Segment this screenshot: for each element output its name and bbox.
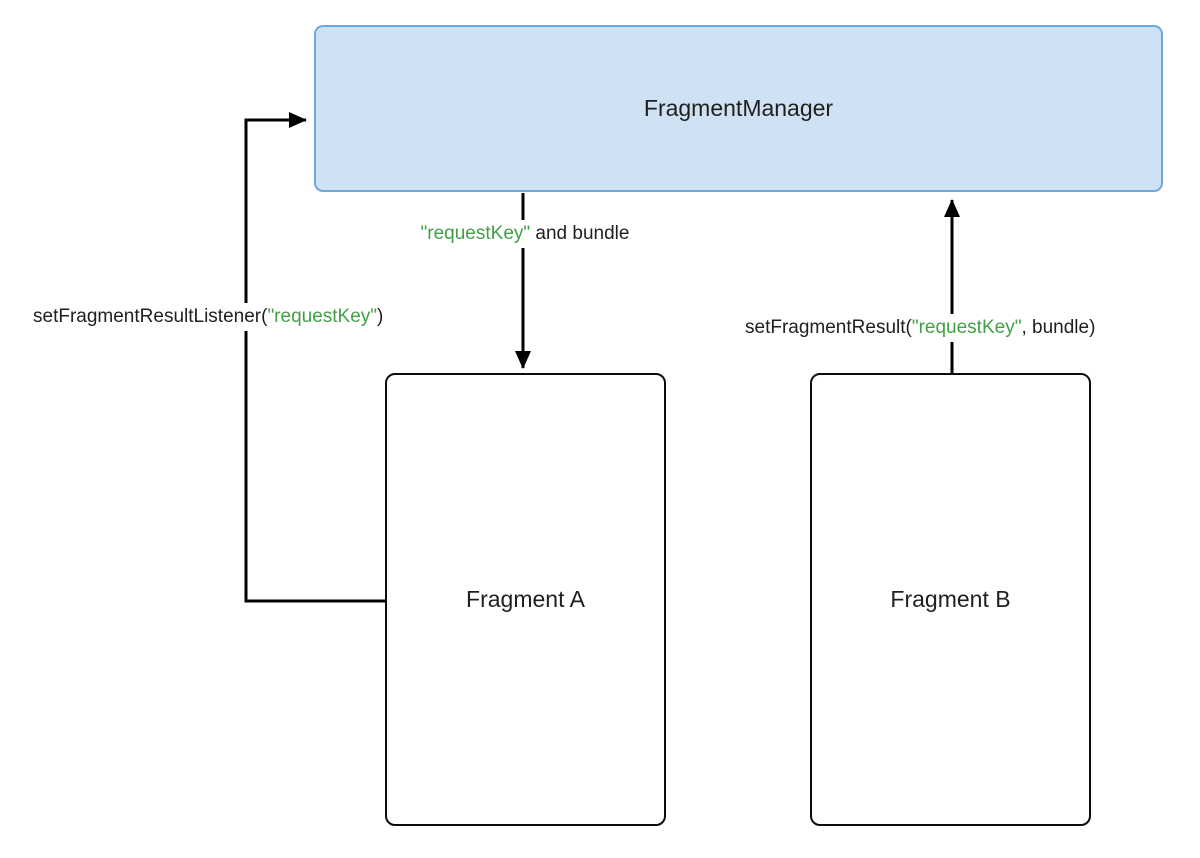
code-text: setFragmentResultListener( [33, 306, 268, 327]
code-text: and bundle [530, 223, 630, 244]
fragment-a-node: Fragment A [385, 373, 666, 826]
code-text: ) [377, 306, 384, 327]
set-result-edge-label: setFragmentResult("requestKey", bundle) [740, 314, 1101, 342]
request-key-text: "requestKey" [911, 317, 1022, 338]
set-listener-arrow [244, 112, 385, 603]
request-key-text: "requestKey" [420, 223, 531, 244]
set-listener-edge-label: setFragmentResultListener("requestKey") [28, 303, 389, 331]
code-text: , bundle) [1021, 317, 1096, 338]
fragment-b-label: Fragment B [890, 586, 1011, 612]
fragment-manager-node: FragmentManager [314, 25, 1163, 192]
fragment-a-label: Fragment A [466, 586, 585, 612]
fragment-b-node: Fragment B [810, 373, 1091, 826]
request-key-text: "requestKey" [267, 306, 378, 327]
fragment-manager-label: FragmentManager [643, 95, 834, 121]
deliver-result-edge-label: "requestKey" and bundle [415, 220, 635, 248]
code-text: setFragmentResult( [745, 317, 912, 338]
